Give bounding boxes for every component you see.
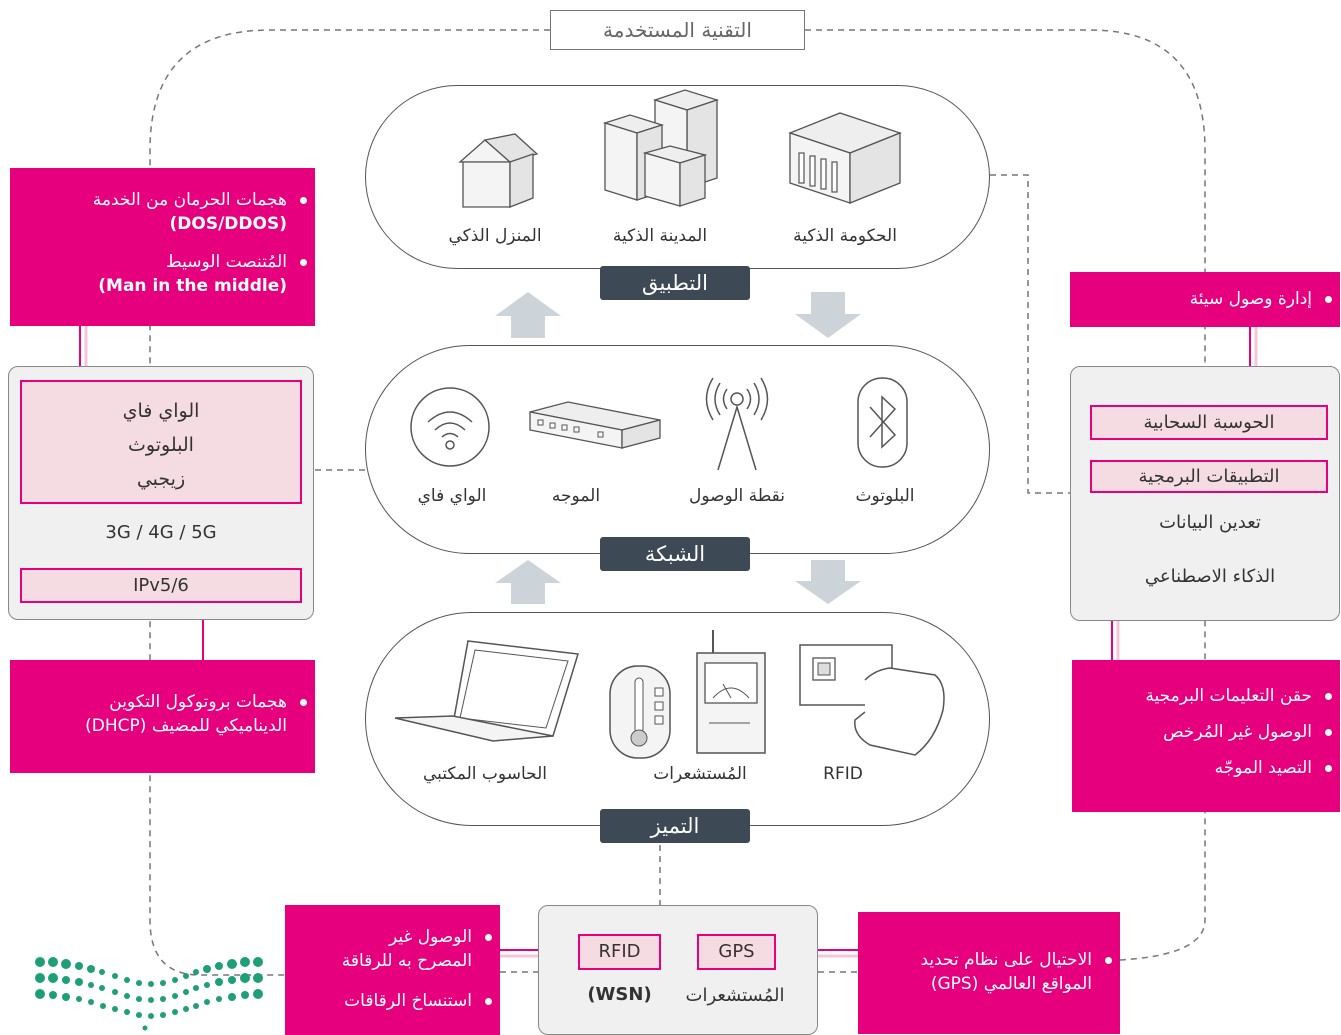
ai-label: الذكاء الاصطناعي [1144, 566, 1276, 587]
sensors-icon [609, 630, 766, 759]
data-mining-label: تعدين البيانات [1159, 512, 1261, 533]
smart-city-label: المدينة الذكية [612, 226, 708, 246]
arrow-down-icon [795, 560, 861, 604]
router-icon [529, 401, 661, 449]
cloud-computing-box: الحوسبة السحابية [1090, 405, 1328, 440]
generations-label: 3G / 4G / 5G [105, 522, 217, 543]
smart-home-icon [458, 133, 539, 208]
threat-item: الوصول غير المُرخص [1072, 720, 1332, 744]
rfid-box: RFID [578, 934, 661, 970]
threat-item: هجمات الحرمان من الخدمة(DOS/DDOS) [10, 188, 307, 236]
bluetooth-label: البلوتوث [855, 486, 915, 506]
bluetooth-protocol: البلوتوث [128, 434, 194, 456]
bluetooth-icon [857, 377, 908, 468]
smart-government-label: الحكومة الذكية [793, 226, 897, 246]
access-point-label: نقطة الوصول [688, 486, 786, 506]
right-top-threats-box: إدارة وصول سيئة [1070, 272, 1340, 327]
network-tag: الشبكة [600, 537, 750, 571]
zigbee-protocol: زيجبي [136, 468, 186, 490]
arrow-up-icon [495, 292, 561, 338]
laptop-icon [394, 640, 579, 742]
smart-government-icon [788, 112, 902, 204]
wifi-protocol: الواي فاي [122, 400, 200, 422]
threat-item: التصيد الموجّه [1072, 756, 1332, 780]
rfid-card-icon [799, 644, 945, 756]
perception-tag: التميز [600, 809, 750, 843]
left-top-threats-box: هجمات الحرمان من الخدمة(DOS/DDOS) المُتن… [10, 168, 315, 326]
diagram-title: التقنية المستخدمة [550, 10, 805, 50]
laptop-label: الحاسوب المكتبي [422, 764, 548, 784]
arrow-up-icon [495, 560, 561, 604]
sensors-label: المُستشعرات [653, 764, 747, 784]
wsn-label: (WSN) [587, 984, 652, 1005]
smart-city-icon [602, 89, 720, 207]
rfid-label: RFID [823, 764, 863, 784]
sensors-bottom-label: المُستشعرات [685, 985, 785, 1006]
wifi-label: الواي فاي [417, 486, 487, 506]
threat-item: المُتنصت الوسيط(Man in the middle) [10, 250, 307, 298]
bottom-sensor-panel [538, 905, 818, 1035]
application-tag: التطبيق [600, 266, 750, 300]
smart-home-label: المنزل الذكي [448, 226, 542, 246]
gps-box: GPS [697, 934, 776, 970]
right-bottom-threats-box: حقن التعليمات البرمجية الوصول غير المُرخ… [1072, 660, 1340, 812]
ministry-logo-icon [35, 957, 263, 1031]
wifi-icon [410, 387, 490, 467]
software-apps-box: التطبيقات البرمجية [1090, 460, 1328, 493]
threat-item: استنساخ الرقاقات [285, 989, 492, 1013]
protocols-box: الواي فاي البلوتوث زيجبي [20, 380, 302, 504]
threat-item: إدارة وصول سيئة [1070, 287, 1332, 311]
access-point-icon [705, 377, 769, 471]
ip-version-box: IPv5/6 [20, 568, 302, 603]
arrow-down-icon [795, 292, 861, 338]
router-label: الموجه [551, 486, 601, 506]
threat-item: حقن التعليمات البرمجية [1072, 684, 1332, 708]
